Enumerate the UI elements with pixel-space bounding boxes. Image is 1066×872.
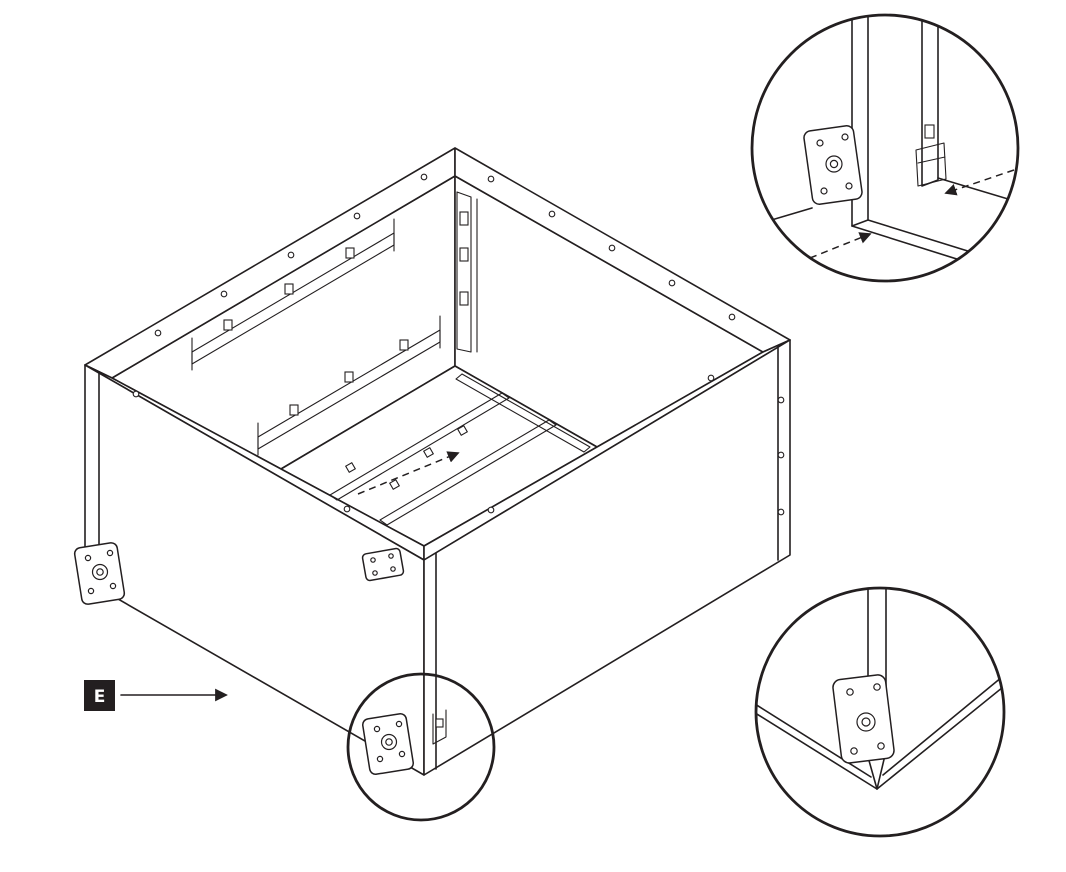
callout-content <box>757 15 1018 273</box>
part-label-text: E <box>94 687 106 707</box>
slide-arrow-lower <box>809 232 872 259</box>
bracket-hole <box>106 549 114 557</box>
strip-slot <box>459 211 469 226</box>
corner-tab-clip <box>435 718 444 728</box>
screw-icon <box>777 508 785 516</box>
floor-clip <box>388 478 401 491</box>
detail-callout-foot-bracket <box>754 586 1006 838</box>
bracket-hole <box>816 139 824 147</box>
left-wall-rail-upper <box>191 218 395 371</box>
callout-circle <box>750 13 1020 283</box>
screw-icon <box>608 244 616 252</box>
bracket-plate <box>361 547 405 582</box>
screw-icon <box>220 290 228 298</box>
screw-icon <box>777 451 785 459</box>
strip-slot <box>459 291 469 306</box>
bracket-hole <box>388 553 394 559</box>
bracket-center-hole-inner <box>829 159 839 169</box>
bracket-hole <box>846 688 854 696</box>
screw-icon <box>487 506 495 514</box>
rail-band <box>455 373 591 453</box>
corner-mounting-strip <box>456 191 478 353</box>
bracket-hole <box>370 557 376 563</box>
floor-clip <box>344 461 357 474</box>
rail-band <box>257 329 441 450</box>
detail-callout-bracket-slide <box>750 13 1020 283</box>
foot-bracket-front <box>362 709 447 775</box>
bracket-hole <box>398 750 406 758</box>
bracket-hole <box>877 742 885 750</box>
left-wall-rail-lower <box>257 315 441 456</box>
screw-icon <box>132 390 140 398</box>
screw-icon <box>343 505 351 513</box>
slide-direction-arrow <box>357 451 460 495</box>
rail-clip <box>399 339 409 351</box>
screw-icon <box>154 329 162 337</box>
floor-clips <box>344 424 469 491</box>
screw-icon <box>668 279 676 287</box>
mounting-strip-outline <box>456 191 478 353</box>
screw-icon <box>548 210 556 218</box>
screw-icon <box>707 374 715 382</box>
bracket-hole <box>109 582 117 590</box>
screw-icon <box>487 175 495 183</box>
panel-edge-right <box>937 177 1018 203</box>
bracket-hole <box>395 720 403 728</box>
foot-bracket-left <box>73 542 126 605</box>
bracket-hole <box>376 755 384 763</box>
bracket-hole <box>841 133 849 141</box>
slide-band <box>379 419 557 526</box>
rail-clip <box>289 404 299 416</box>
panel-edge-left <box>756 703 878 790</box>
rail-clip <box>223 319 233 331</box>
panel-edge-lines <box>757 207 1017 273</box>
rail-clip <box>344 371 354 383</box>
rail-clip <box>345 247 355 259</box>
floor-slide-front <box>329 392 510 501</box>
rim-screws <box>132 173 785 516</box>
part-label: E <box>84 680 228 711</box>
bracket-center-hole-inner <box>385 738 393 746</box>
screw-icon <box>728 313 736 321</box>
bracket-hole <box>373 725 381 733</box>
bracket-center-hole-inner <box>861 717 871 727</box>
bracket-hole <box>84 554 92 562</box>
strip-slot <box>459 247 469 262</box>
screw-icon <box>353 212 361 220</box>
part-label-box <box>84 680 115 711</box>
post-notch <box>924 124 935 139</box>
cabinet-isometric-drawing <box>73 147 791 822</box>
rail-end-ticks <box>257 315 441 456</box>
post-foot-block <box>915 142 947 187</box>
callout-circle <box>754 586 1006 838</box>
corner-tab <box>432 709 447 745</box>
bracket-hole <box>820 187 828 195</box>
bracket-hole <box>372 570 378 576</box>
screw-icon <box>777 396 785 404</box>
screw-icon <box>420 173 428 181</box>
bracket-hole <box>390 566 396 572</box>
slide-band <box>329 392 510 501</box>
floor-clip <box>422 446 435 459</box>
floor-clip <box>456 424 469 437</box>
bracket-center-hole-inner <box>96 568 104 576</box>
corner-top-bracket <box>361 547 405 582</box>
corner-highlight-circle <box>346 672 496 822</box>
bracket-hole <box>87 587 95 595</box>
exterior-wall-front-right <box>423 339 791 776</box>
floor-slide-rear <box>379 419 557 526</box>
panel-edge-right <box>876 676 1004 790</box>
floor-back-rail <box>455 373 591 453</box>
bracket-hole <box>873 683 881 691</box>
rail-end-ticks <box>191 218 395 371</box>
screw-icon <box>287 251 295 259</box>
bracket-hole <box>850 747 858 755</box>
slide-arrow-right <box>944 169 1015 196</box>
callout-content <box>756 588 1004 790</box>
rail-clip <box>284 283 294 295</box>
bracket-hole <box>845 182 853 190</box>
